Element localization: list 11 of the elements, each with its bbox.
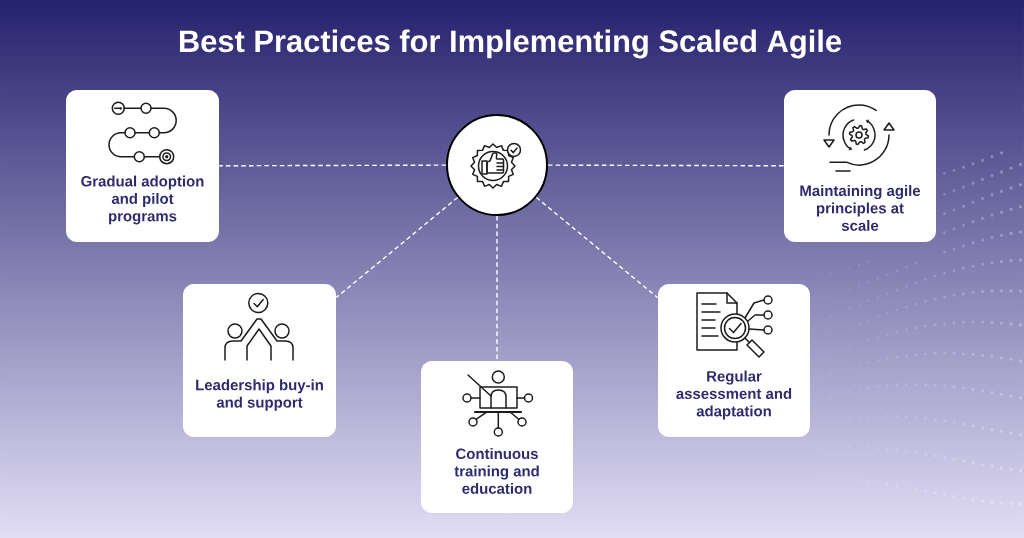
connector-line — [218, 164, 447, 167]
connector-line — [335, 196, 459, 299]
connector-line — [547, 164, 785, 167]
practice-card: Maintaining agile principles at scale — [784, 90, 936, 242]
practice-card: Gradual adoption and pilot programs — [66, 90, 219, 242]
title: Best Practices for Implementing Scaled Agile — [179, 29, 842, 59]
practice-card: Continuous training and education — [421, 361, 573, 513]
practice-card: Leadership buy-in and support — [183, 284, 336, 437]
connector-line — [535, 196, 659, 299]
practice-card: Regular assessment and adaptation — [658, 284, 810, 437]
connector-line — [496, 215, 498, 362]
